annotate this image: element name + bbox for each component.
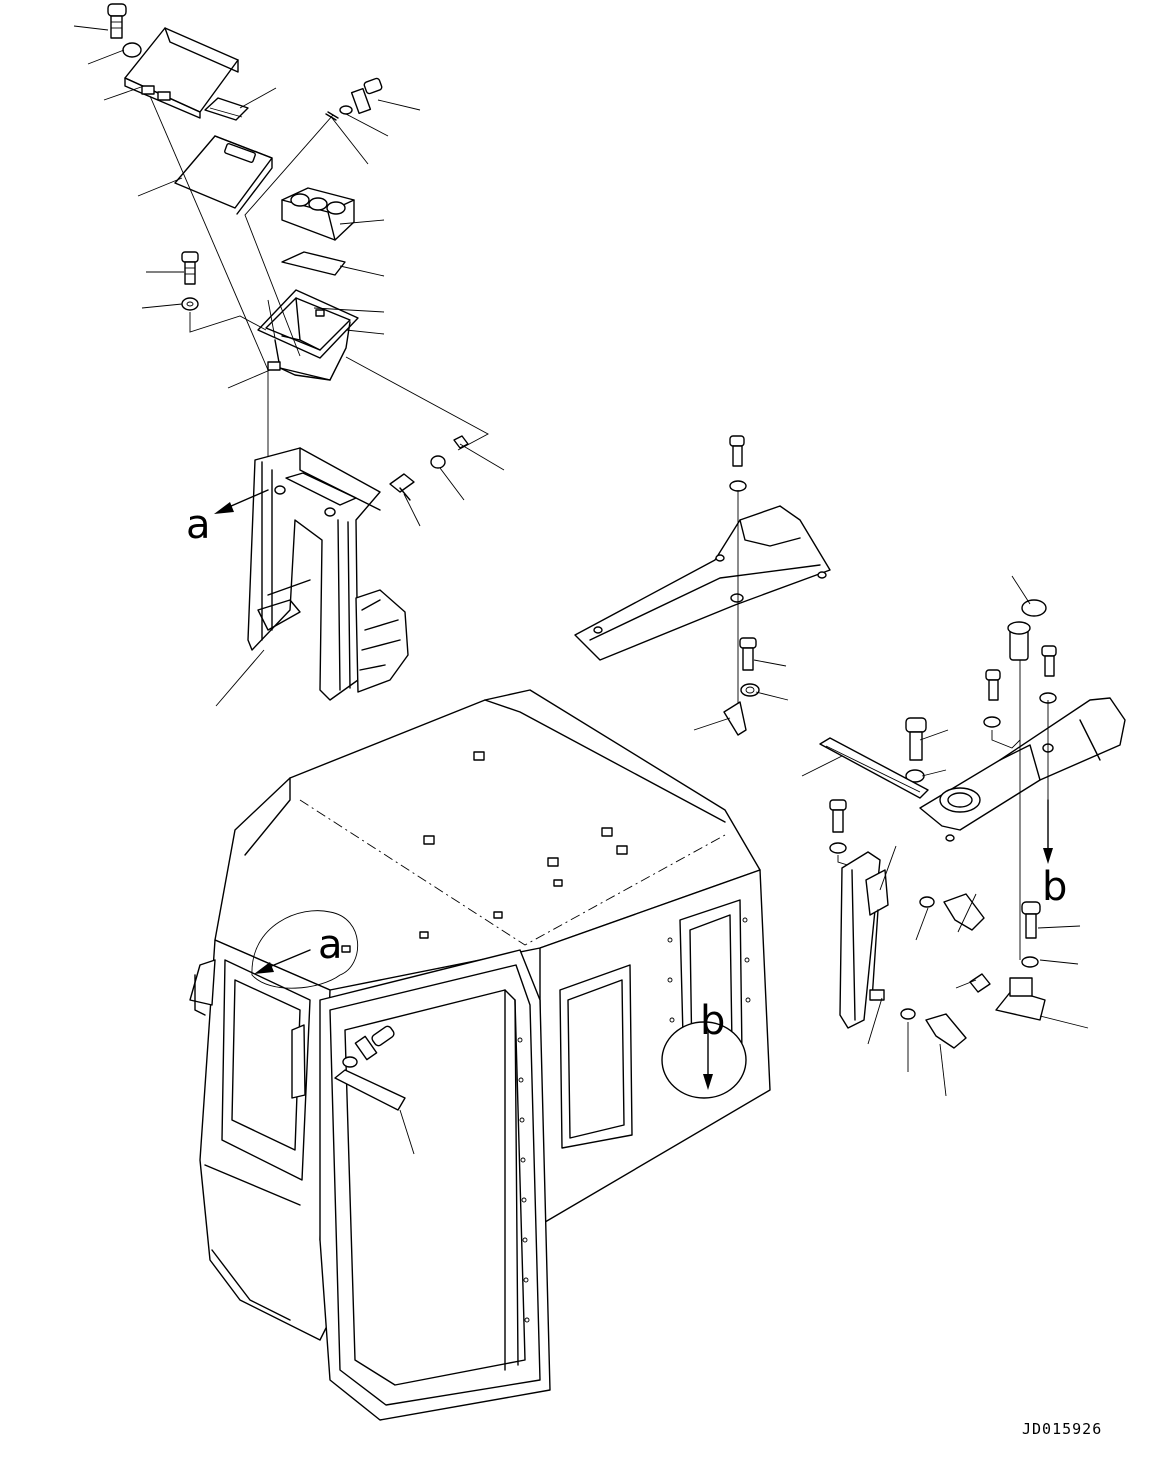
bolt-mid-left <box>181 251 199 285</box>
bolt-upper-center <box>350 77 383 115</box>
arrow-a-lower <box>254 949 311 974</box>
detail-label-b-upper: b <box>1042 864 1067 910</box>
cover-small <box>995 989 1046 1021</box>
console-box <box>257 289 359 381</box>
arrow-b-lower <box>703 1029 713 1090</box>
detail-label-a-lower: a <box>318 922 343 968</box>
cab-body <box>189 689 771 1421</box>
washer-top-left <box>122 42 142 58</box>
trim-panel-assembly <box>574 435 831 736</box>
console-box-assembly <box>107 3 489 500</box>
cup-holder <box>281 187 355 241</box>
arrow-a-upper <box>214 489 269 514</box>
console-stand <box>247 447 409 701</box>
dash-panel-assembly <box>819 599 1126 1049</box>
washer-mid-left <box>181 297 199 311</box>
door-handle <box>334 1069 406 1111</box>
detail-label-a-upper: a <box>186 502 211 548</box>
arrow-b-upper <box>1043 799 1053 864</box>
bracket-small <box>723 701 747 736</box>
drawing-code: JD015926 <box>1022 1420 1102 1438</box>
hinge-strip <box>204 97 249 121</box>
washer-upper-center <box>339 105 353 115</box>
leader-lines <box>73 25 1089 1155</box>
lid-lower <box>174 135 273 209</box>
detail-label-b-lower: b <box>700 998 725 1044</box>
bolt-top-left <box>107 3 127 39</box>
cigarette-lighter <box>1007 599 1047 661</box>
mount-hardware-left <box>389 435 469 501</box>
mat <box>281 251 346 276</box>
